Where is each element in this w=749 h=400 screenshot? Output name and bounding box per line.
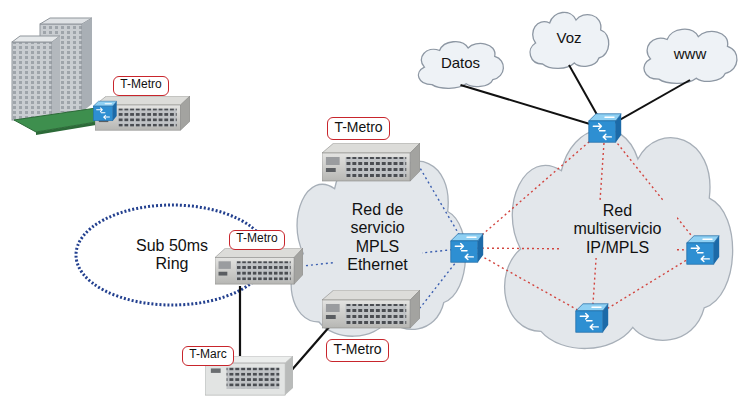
device-label: T-Metro	[333, 119, 384, 135]
cloud-shape: www	[638, 25, 742, 83]
metro-device	[215, 248, 303, 284]
access-links	[303, 168, 467, 308]
device-label: T-Metro	[235, 232, 279, 246]
device-label: T-Metro	[332, 341, 383, 357]
mesh-links	[467, 128, 703, 318]
cloud-shape: Red multiservicio IP/MPLS	[490, 112, 745, 347]
router-icon	[589, 114, 621, 142]
device-tag: T-Metro	[229, 230, 285, 250]
device-tag: T-Metro	[327, 117, 390, 140]
device-tag: T-Marc	[182, 346, 234, 366]
ring-label: Sub 50ms Ring	[132, 237, 212, 274]
network-label: Red de servicio MPLS Ethernet	[334, 200, 422, 276]
switch-icon	[93, 101, 116, 121]
cloud-shape: Voz	[525, 8, 613, 68]
router-icon	[687, 236, 719, 264]
router-icon	[451, 234, 483, 262]
device-label: T-Marc	[188, 348, 228, 362]
network-label: Red multiservicio IP/MPLS	[559, 201, 677, 258]
device-label: T-Metro	[119, 78, 163, 92]
router-icon	[576, 304, 608, 332]
cloud-shape: Datos	[413, 38, 508, 88]
metro-device	[322, 143, 420, 181]
network-label: www	[674, 45, 707, 62]
device-tag: T-Metro	[326, 339, 389, 362]
network-label: Voz	[556, 29, 581, 46]
metro-device	[322, 290, 420, 328]
building	[12, 18, 132, 135]
device-tag: T-Metro	[113, 76, 169, 96]
network-label: Datos	[441, 54, 480, 71]
